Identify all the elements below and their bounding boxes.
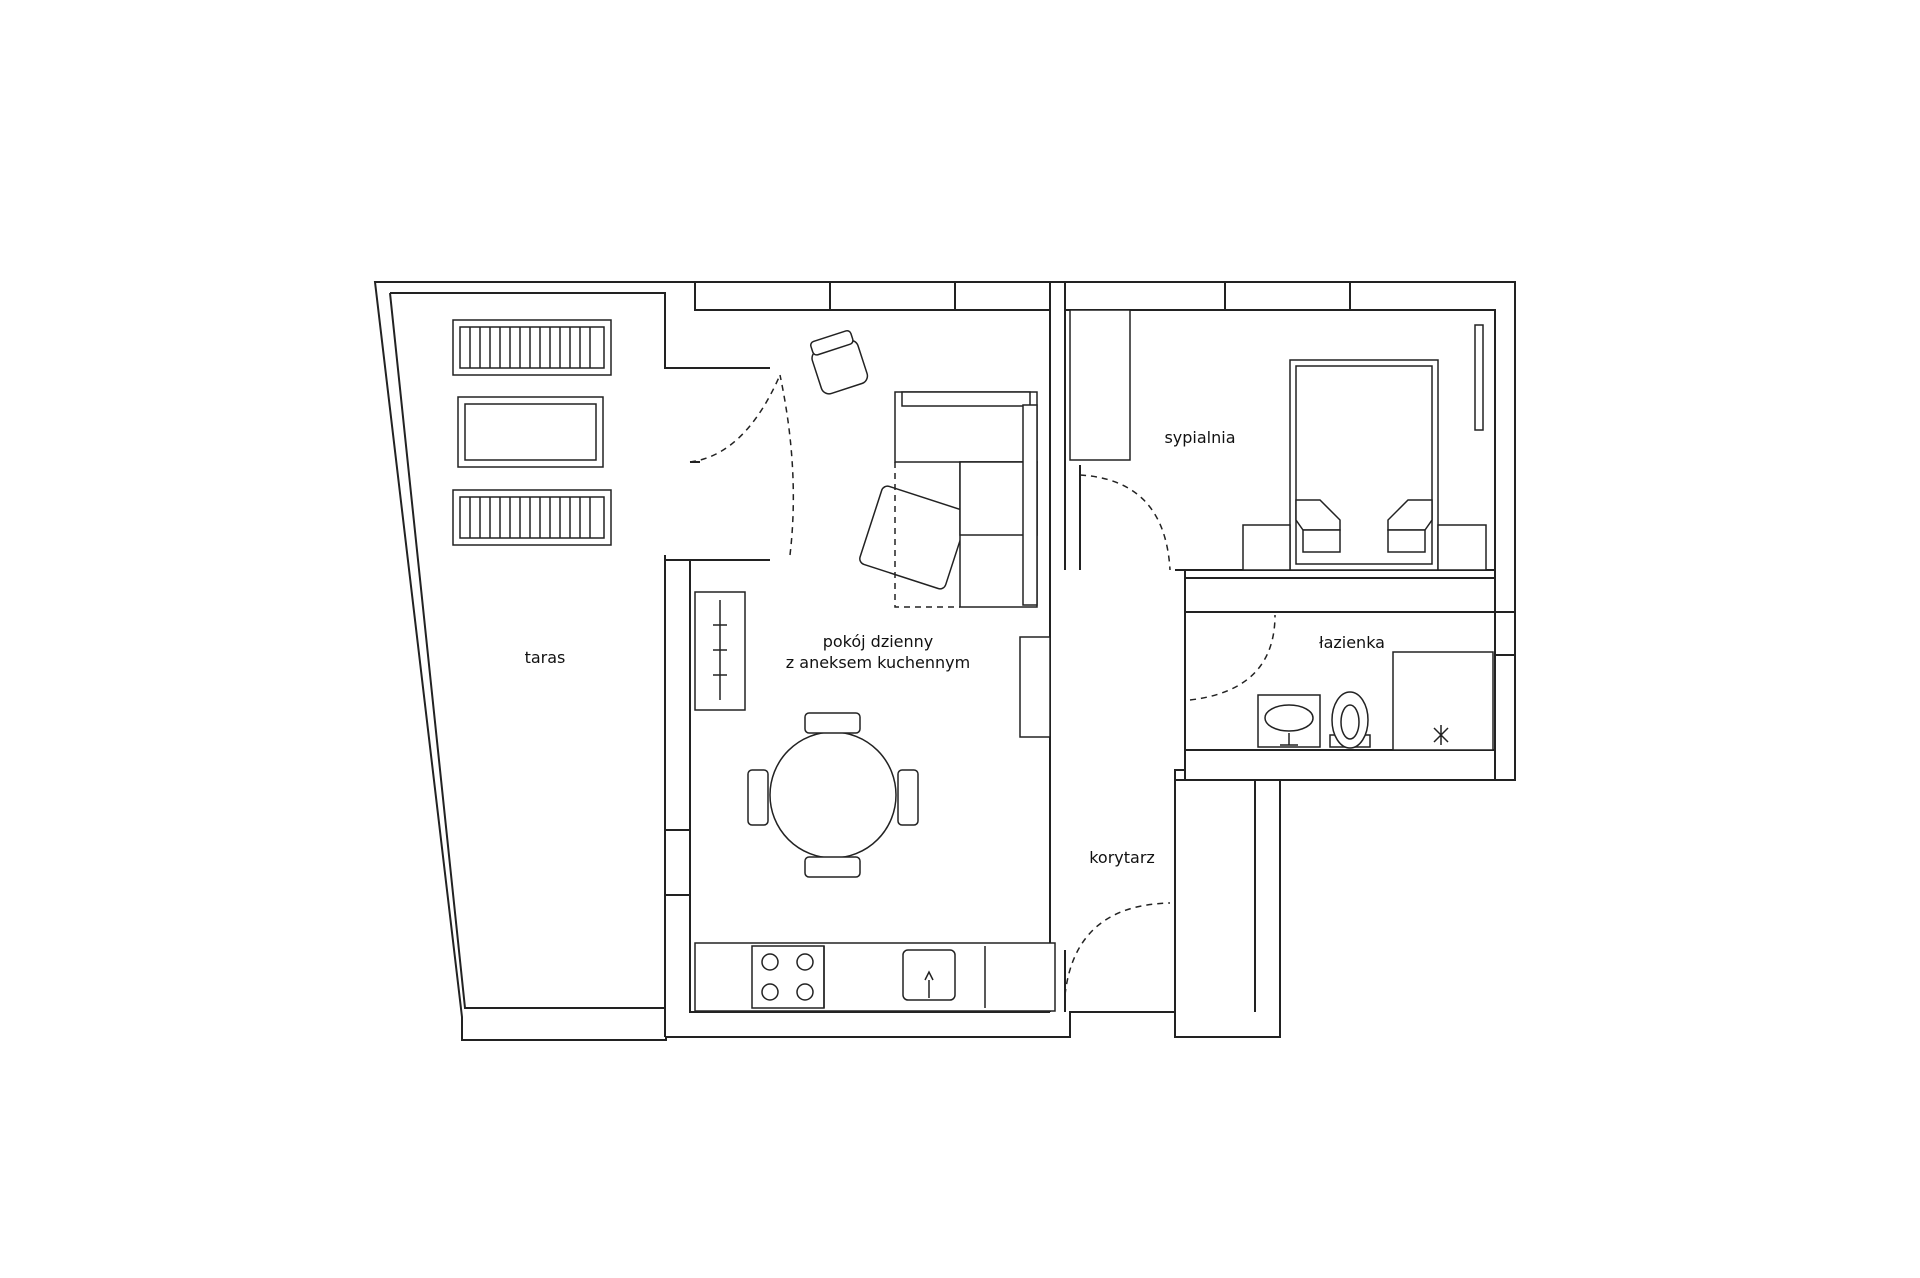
mirror [1474, 324, 1484, 431]
bedroom-furniture [1069, 309, 1487, 571]
terrace-door-left [689, 374, 781, 463]
wardrobe [1069, 309, 1131, 461]
terrace-loungers [452, 319, 612, 546]
sofa [894, 391, 1038, 608]
label-bathroom: łazienka [1319, 633, 1385, 652]
sink [902, 949, 956, 1001]
dining-table [769, 731, 897, 859]
chair-bottom [804, 856, 861, 878]
armchair-small [809, 329, 869, 395]
room-labels: taras pokój dzienny z aneksem kuchennym … [525, 428, 1385, 867]
bedroom-door [1079, 474, 1171, 571]
armchair-large [859, 485, 969, 590]
stove [751, 945, 825, 1009]
bathroom-door [1189, 614, 1276, 701]
nightstand-right [1437, 524, 1487, 571]
dining-set [747, 712, 919, 878]
label-terrace: taras [525, 648, 566, 667]
label-living-line2: z aneksem kuchennym [786, 653, 970, 672]
doors [689, 374, 1276, 996]
chair-right [897, 769, 919, 826]
toilet [1331, 691, 1369, 749]
label-living-line1: pokój dzienny [823, 632, 934, 651]
label-hallway: korytarz [1089, 848, 1155, 867]
tv-cabinet [1019, 636, 1051, 738]
kitchen [694, 942, 1056, 1012]
terrace-door-right [779, 374, 795, 556]
interior-walls [664, 310, 1495, 1037]
chair-left [747, 769, 769, 826]
entrance-door [1064, 902, 1171, 996]
shower [1392, 651, 1494, 751]
nightstand-left [1242, 524, 1291, 571]
label-bedroom: sypialnia [1164, 428, 1235, 447]
bathroom-fixtures [1257, 651, 1494, 751]
sideboard [694, 591, 746, 711]
counter [694, 942, 1056, 1012]
living-furniture [694, 329, 1051, 738]
chair-top [804, 712, 861, 734]
